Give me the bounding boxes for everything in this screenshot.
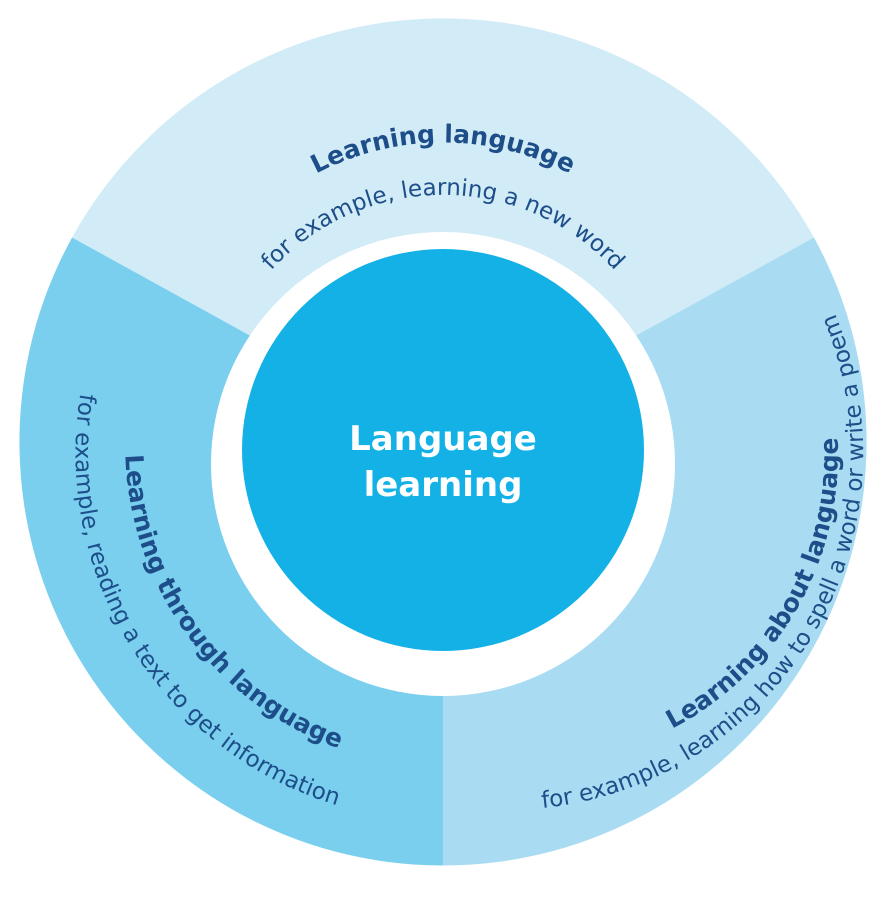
center-label-line2: learning <box>364 465 523 505</box>
center-label-line1: Language <box>349 419 537 459</box>
center-circle <box>242 249 644 651</box>
